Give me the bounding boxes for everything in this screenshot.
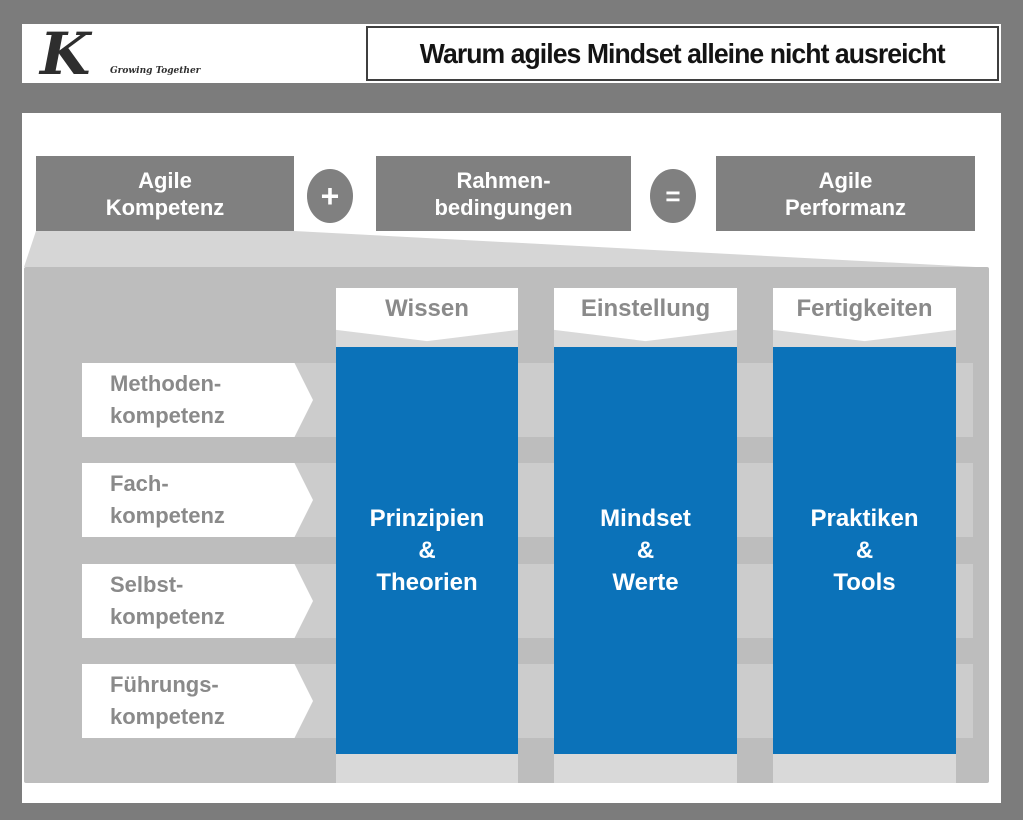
funnel-connector-shape xyxy=(24,231,976,267)
header-bar: K Growing Together Warum agiles Mindset … xyxy=(22,20,1001,88)
logo-tagline: Growing Together xyxy=(110,66,201,76)
term-line: Performanz xyxy=(784,194,907,220)
row-label-line: Selbst- xyxy=(110,572,184,597)
column-line: Mindset xyxy=(600,504,691,532)
column-header-label: Fertigkeiten xyxy=(796,295,933,322)
column-header-einstellung: Einstellung xyxy=(554,288,737,342)
column-header-label: Wissen xyxy=(385,295,469,322)
column-header-wissen: Wissen xyxy=(336,288,518,342)
logo-letter: K xyxy=(40,20,91,88)
column-line: Werte xyxy=(612,568,679,596)
equals-sign: = xyxy=(665,180,681,211)
equation-term-agile-performanz: Agile Performanz xyxy=(716,156,975,231)
blue-column-mindset-werte: Mindset & Werte xyxy=(554,347,737,754)
term-line: Agile xyxy=(138,167,192,193)
column-header-label: Einstellung xyxy=(580,295,711,322)
row-label-line: Fach- xyxy=(110,471,169,496)
term-line: Rahmen- xyxy=(456,167,551,193)
slide-title: Warum agiles Mindset alleine nicht ausre… xyxy=(420,37,946,69)
blue-column-prinzipien-theorien: Prinzipien & Theorien xyxy=(336,347,518,754)
company-logo: K Growing Together xyxy=(36,20,236,88)
row-label-line: Methoden- xyxy=(110,371,222,396)
title-box: Warum agiles Mindset alleine nicht ausre… xyxy=(366,26,999,81)
column-line: & xyxy=(418,536,436,564)
plus-operator: + xyxy=(307,169,353,223)
term-line: bedingungen xyxy=(434,194,573,220)
row-arrow-methodenkompetenz: Methoden- kompetenz xyxy=(82,363,313,437)
row-arrow-fuehrungskompetenz: Führungs- kompetenz xyxy=(82,664,313,738)
slide-body: Agile Kompetenz + Rahmen- bedingungen = … xyxy=(22,113,1001,803)
row-label-line: kompetenz xyxy=(110,704,225,729)
column-line: Theorien xyxy=(376,568,478,596)
row-arrow-fachkompetenz: Fach- kompetenz xyxy=(82,463,313,537)
column-line: Tools xyxy=(833,568,896,596)
column-line: & xyxy=(636,536,655,564)
column-header-fertigkeiten: Fertigkeiten xyxy=(773,288,956,342)
row-label-line: Führungs- xyxy=(110,672,219,697)
term-line: Agile xyxy=(818,167,873,193)
matrix-panel: Wissen Einstellung Fertigkeiten Prinzipi… xyxy=(24,267,989,783)
blue-column-praktiken-tools: Praktiken & Tools xyxy=(773,347,956,754)
equation-term-rahmenbedingungen: Rahmen- bedingungen xyxy=(376,156,631,231)
row-label-line: kompetenz xyxy=(110,403,225,428)
column-line: Praktiken xyxy=(810,504,919,532)
row-label-line: kompetenz xyxy=(110,503,225,528)
equation-term-agile-kompetenz: Agile Kompetenz xyxy=(36,156,294,231)
term-line: Kompetenz xyxy=(105,194,225,220)
column-line: & xyxy=(855,536,874,564)
row-arrow-selbstkompetenz: Selbst- kompetenz xyxy=(82,564,313,638)
equals-operator: = xyxy=(650,169,696,223)
column-line: Prinzipien xyxy=(369,504,485,532)
plus-sign: + xyxy=(320,177,340,214)
row-label-line: kompetenz xyxy=(110,604,225,629)
